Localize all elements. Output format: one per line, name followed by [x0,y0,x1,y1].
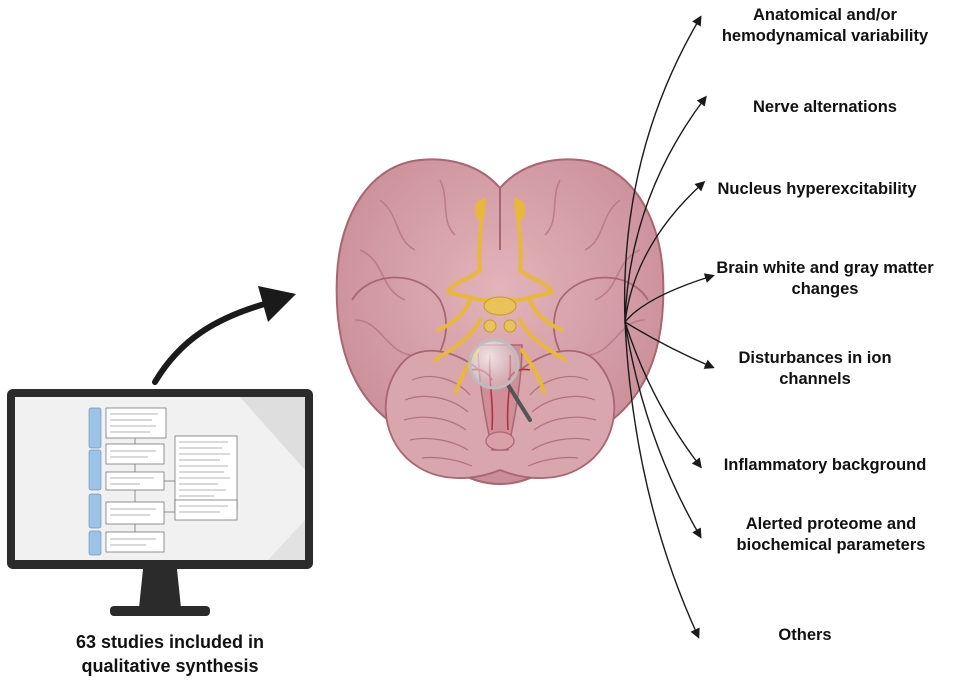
monitor-neck [139,569,181,608]
outcome-4-line1: Disturbances in ion [738,349,892,367]
outcome-label-brain-matter: Brain white and gray matter changes [700,258,950,300]
outcome-arrow-4 [624,321,715,369]
outcome-label-others: Others [680,625,930,646]
screen-glare [240,397,305,470]
outcome-6-line2: biochemical parameters [736,536,926,554]
flow-box-not-retrieved [174,499,238,521]
flow-box-excluded [174,435,238,511]
outcome-6-line1: Alerted proteome and [745,515,917,533]
flow-tab-included [88,530,102,556]
outcome-0-line2: hemodynamical variability [721,27,929,45]
outcome-arrow-6 [624,321,702,539]
flow-box-included [105,531,165,553]
outcome-arrow-1 [624,95,707,323]
outcome-label-nerve: Nerve alternations [700,97,950,118]
flow-box-identified [105,407,167,439]
arrow-to-brain [152,286,296,385]
monitor-base [110,606,210,616]
outcome-0-line1: Anatomical and/or [753,6,897,24]
outcome-7-line1: Others [778,626,832,644]
monitor-illustration [7,389,313,616]
cerebellar-folia [403,375,597,467]
outcome-label-proteome: Alerted proteome and biochemical paramet… [706,514,956,556]
flow-text-lines [110,413,230,546]
outcome-5-line1: Inflammatory background [723,456,927,474]
outcome-label-inflammatory: Inflammatory background [700,455,950,476]
flow-box-after-duplicates [105,443,165,465]
caption-line2: qualitative synthesis [81,656,259,676]
outcome-label-nucleus: Nucleus hyperexcitability [692,179,942,200]
outcome-arrow-5 [624,321,702,469]
outcome-2-line1: Nucleus hyperexcitability [717,180,917,198]
outcome-arrow-0 [623,15,702,323]
flowchart [88,407,238,556]
magnifier-icon [468,338,532,422]
outcome-label-ion-channels: Disturbances in ion channels [690,348,940,390]
flow-tab-screening [88,449,102,491]
outcome-arrow-2 [624,180,706,323]
brain-illustration [335,158,665,486]
flow-tab-eligibility [88,493,102,529]
flow-box-fulltext [105,501,165,525]
outcome-3-line2: changes [791,280,859,298]
outcome-4-line2: channels [779,370,851,388]
arrow-head [258,286,296,322]
caption-line1: 63 studies included in [75,632,265,652]
flow-box-screened [105,471,165,491]
outcome-3-line1: Brain white and gray matter [716,259,934,277]
outcome-arrow-3 [624,273,715,323]
outcome-label-anatomical: Anatomical and/or hemodynamical variabil… [700,5,950,47]
outcome-arrow-7 [624,321,700,639]
monitor-caption: 63 studies included in qualitative synth… [20,630,320,678]
outcome-arrows [623,15,715,639]
outcome-1-line1: Nerve alternations [753,98,897,116]
flow-tab-identification [88,407,102,449]
